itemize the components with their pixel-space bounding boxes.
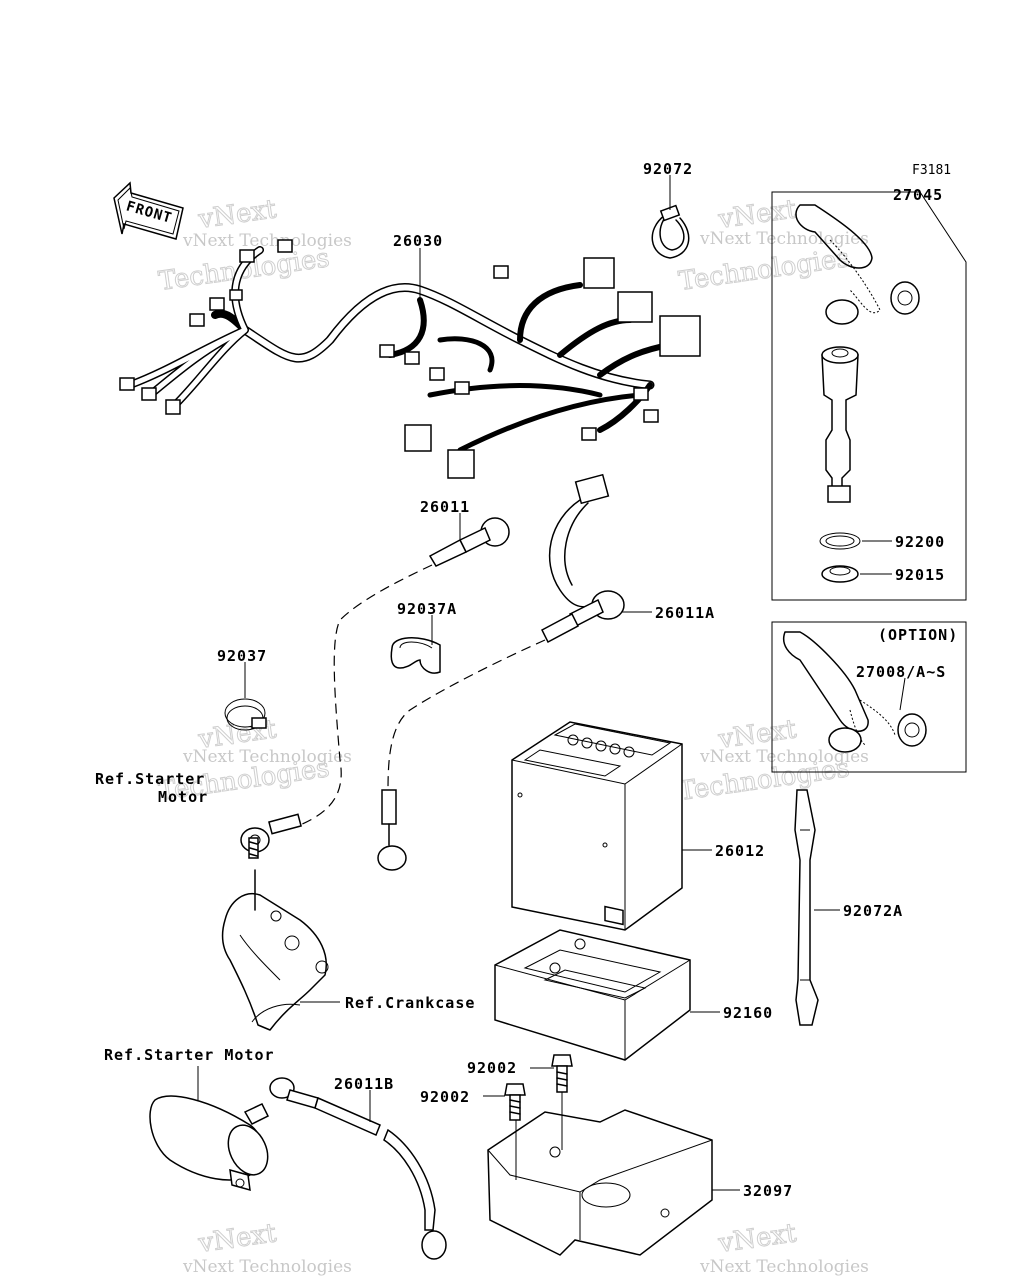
ignition-key-option-27008 xyxy=(771,621,967,773)
label-27008: 27008/A~S xyxy=(856,663,946,681)
harness-connector xyxy=(643,409,659,423)
label-92200: 92200 xyxy=(895,533,945,551)
label-92037A: 92037A xyxy=(397,600,457,618)
label-26011B: 26011B xyxy=(334,1075,394,1093)
crankcase-bracket xyxy=(221,869,329,1031)
clamp-92037A xyxy=(390,637,441,674)
ref-crankcase-label: Ref.Crankcase xyxy=(345,994,475,1012)
harness-connector xyxy=(454,381,470,395)
watermark-text: vNext Technologies xyxy=(699,1257,869,1277)
ref-starter-motor-2-label: Ref.Starter Motor xyxy=(104,1046,275,1064)
label-92002-lower: 92002 xyxy=(420,1088,470,1106)
bolt-92002-upper xyxy=(551,1054,573,1093)
harness-connector xyxy=(447,449,475,479)
leader-27008 xyxy=(899,677,906,711)
clamp-92037 xyxy=(224,698,267,731)
watermark-text: vNext xyxy=(196,194,279,235)
watermark-text: vNext xyxy=(716,1218,799,1259)
battery-case-92160 xyxy=(494,929,691,1061)
battery-26012 xyxy=(511,721,683,931)
watermark-text: vNext xyxy=(196,1218,279,1259)
harness-connector xyxy=(189,313,205,327)
label-26030: 26030 xyxy=(393,232,443,250)
watermark-top-left: vNext vNext Technologies Technologies xyxy=(156,194,352,298)
clamp-92072 xyxy=(651,204,690,259)
ref-starter-motor-label: Ref.Starter xyxy=(95,770,205,788)
harness-connector xyxy=(617,291,653,323)
bolt-92002-lower xyxy=(504,1083,526,1121)
harness-connector xyxy=(209,297,225,311)
harness-connector xyxy=(581,427,597,441)
front-arrow-icon: FRONT xyxy=(113,181,184,240)
label-92072: 92072 xyxy=(643,160,693,178)
watermark-bottom-right: vNext vNext Technologies xyxy=(699,1218,869,1277)
starter-motor xyxy=(149,1066,270,1192)
harness-connector xyxy=(404,424,432,452)
label-92072A: 92072A xyxy=(843,902,903,920)
label-26011: 26011 xyxy=(420,498,470,516)
harness-connector xyxy=(379,344,395,358)
watermark-text: vNext Technologies xyxy=(182,1257,352,1277)
battery-cable-26011 xyxy=(240,517,510,853)
harness-connector xyxy=(633,387,649,401)
harness-connector xyxy=(493,265,509,279)
battery-tray-32097 xyxy=(487,1092,713,1256)
harness-connector xyxy=(583,257,615,289)
watermark-text: vNext Technologies xyxy=(699,747,869,767)
label-92037: 92037 xyxy=(217,647,267,665)
harness-connector xyxy=(229,289,243,301)
watermark-text: Technologies xyxy=(677,243,852,297)
bolt-icon xyxy=(248,837,259,859)
option-label: (OPTION) xyxy=(878,626,958,644)
harness-connector xyxy=(429,367,445,381)
label-26012: 26012 xyxy=(715,842,765,860)
harness-connector xyxy=(239,249,255,263)
watermark-text: vNext Technologies xyxy=(182,231,352,251)
label-92015: 92015 xyxy=(895,566,945,584)
harness-connector xyxy=(119,377,135,391)
harness-connector xyxy=(165,399,181,415)
battery-cable-26011B xyxy=(269,1077,447,1260)
harness-connector xyxy=(277,239,293,253)
band-92072A xyxy=(794,789,819,1026)
watermark-text: vNext Technologies xyxy=(182,747,352,767)
ref-starter-motor-label: Motor xyxy=(158,788,208,806)
watermark-bottom-left: vNext vNext Technologies xyxy=(182,1218,352,1277)
harness-connector xyxy=(659,315,701,357)
label-26011A: 26011A xyxy=(655,604,715,622)
label-92160: 92160 xyxy=(723,1004,773,1022)
harness-connector xyxy=(404,351,420,365)
watermark-top-right: vNext vNext Technologies Technologies xyxy=(676,194,869,298)
label-27045: 27045 xyxy=(893,186,943,204)
label-92002-upper: 92002 xyxy=(467,1059,517,1077)
label-32097: 32097 xyxy=(743,1182,793,1200)
harness-connector xyxy=(141,387,157,401)
ignition-switch-27045 xyxy=(771,191,967,601)
battery-cable-26011A xyxy=(377,473,625,871)
figure-code: F3181 xyxy=(912,163,951,178)
